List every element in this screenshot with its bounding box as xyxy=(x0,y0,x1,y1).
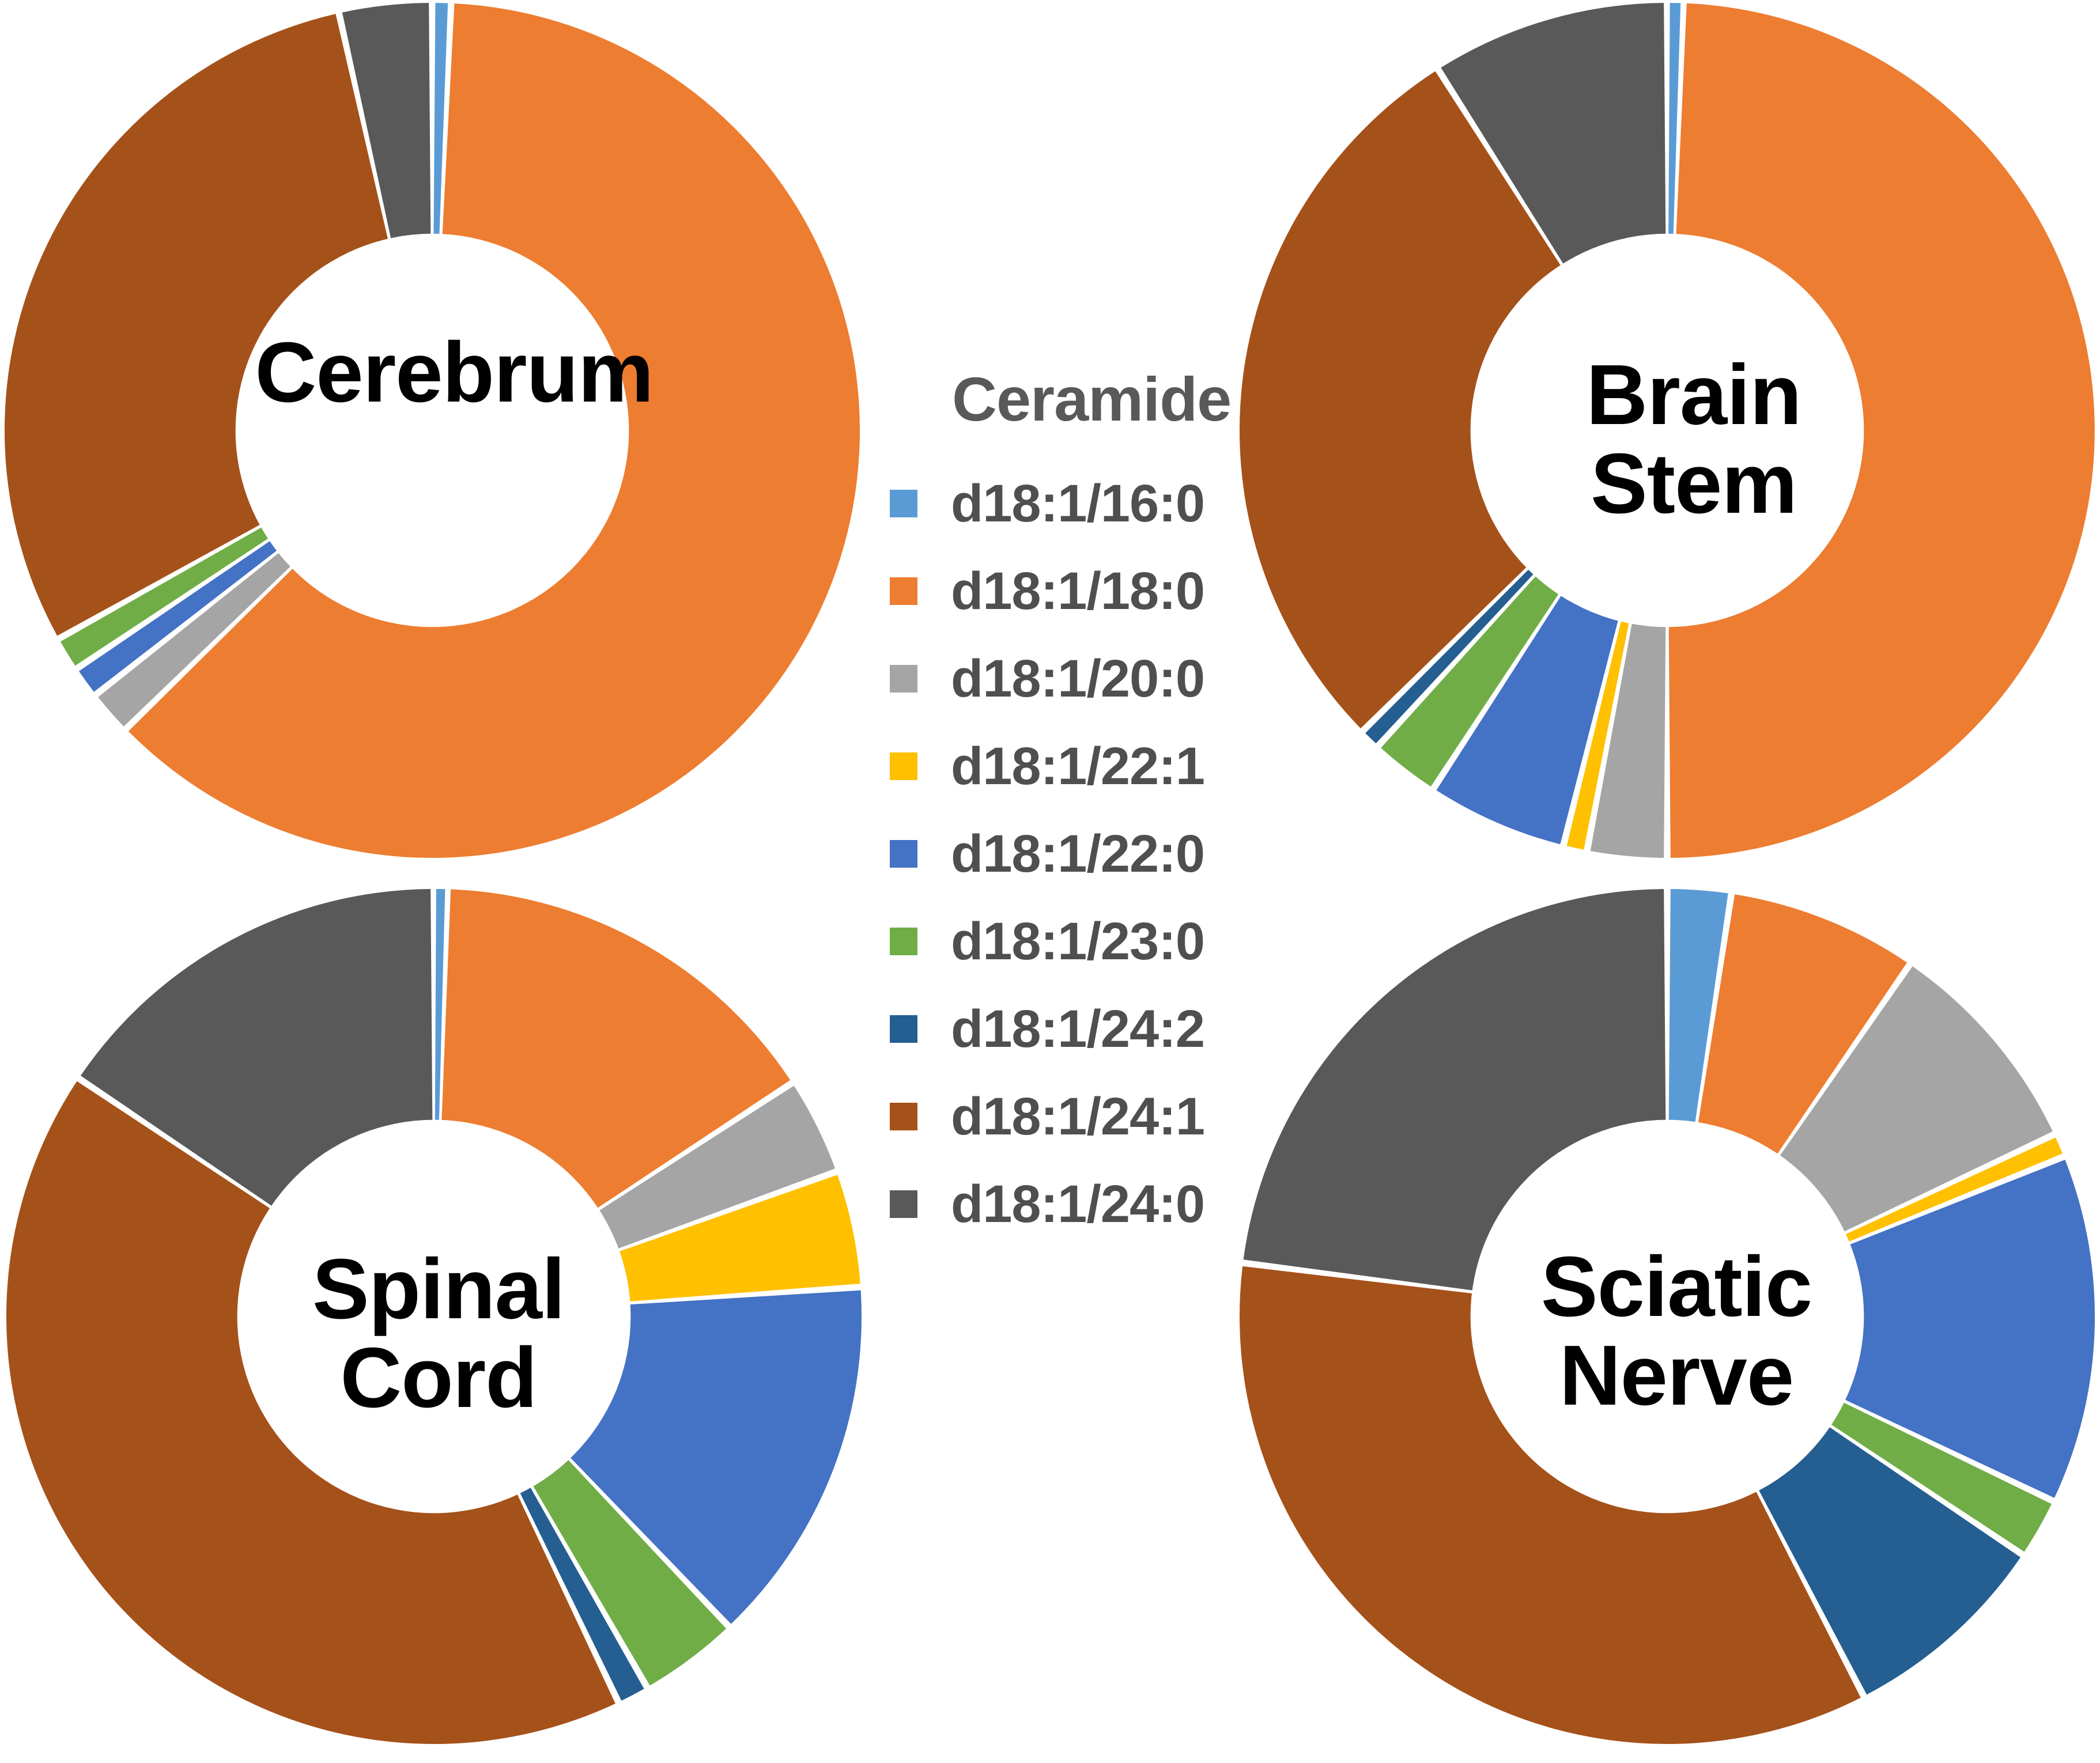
legend-color-swatch xyxy=(890,1190,917,1218)
legend-color-swatch xyxy=(890,752,917,780)
donut-svg-cerebrum xyxy=(4,2,860,858)
donut-svg-spinal-cord xyxy=(6,888,862,1745)
donut-hole xyxy=(235,233,629,627)
legend-item[interactable]: d18:1/22:1 xyxy=(887,729,1233,804)
legend-item-label: d18:1/24:0 xyxy=(951,1174,1205,1234)
donut-slice[interactable] xyxy=(1667,3,2095,858)
legend-item[interactable]: d18:1/20:0 xyxy=(887,641,1233,716)
donut-hole xyxy=(1470,1119,1864,1514)
legend-item[interactable]: d18:1/24:1 xyxy=(887,1079,1233,1154)
legend-color-swatch xyxy=(890,1103,917,1130)
legend-item-label: d18:1/22:0 xyxy=(951,824,1205,883)
donut-chart-sciatic-nerve: Sciatic Nerve xyxy=(1238,887,2097,1746)
legend-item[interactable]: d18:1/18:0 xyxy=(887,554,1233,629)
legend-title: Ceramide xyxy=(952,364,1232,434)
donut-hole xyxy=(1470,233,1864,627)
legend-item[interactable]: d18:1/24:2 xyxy=(887,992,1233,1066)
legend-color-swatch xyxy=(890,577,917,605)
donut-hole xyxy=(237,1119,631,1514)
donut-chart-cerebrum: Cerebrum xyxy=(3,1,862,860)
legend-item[interactable]: d18:1/22:0 xyxy=(887,816,1233,891)
legend-item[interactable]: d18:1/16:0 xyxy=(887,466,1233,541)
legend-item-label: d18:1/23:0 xyxy=(951,911,1205,971)
donut-svg-brain-stem xyxy=(1239,2,2095,858)
legend-color-swatch xyxy=(890,665,917,693)
legend-item-label: d18:1/16:0 xyxy=(951,474,1205,533)
legend-color-swatch xyxy=(890,490,917,517)
legend-color-swatch xyxy=(890,928,917,955)
donut-slice[interactable] xyxy=(1667,1159,2095,1498)
legend-item[interactable]: d18:1/23:0 xyxy=(887,904,1233,979)
legend-item[interactable]: d18:1/24:0 xyxy=(887,1167,1233,1242)
legend-item-list: d18:1/16:0 d18:1/18:0 d18:1/20:0 d18:1/22:1… xyxy=(887,466,1233,1242)
donut-slice[interactable] xyxy=(1239,71,1667,729)
legend-item-label: d18:1/22:1 xyxy=(951,736,1205,796)
legend-item-label: d18:1/24:2 xyxy=(951,999,1205,1058)
donut-slice[interactable] xyxy=(1239,1266,1861,1745)
legend-item-label: d18:1/18:0 xyxy=(951,561,1205,621)
legend-item-label: d18:1/24:1 xyxy=(951,1087,1205,1146)
legend-color-swatch xyxy=(890,840,917,868)
donut-svg-sciatic-nerve xyxy=(1239,889,2095,1745)
donut-chart-brain-stem: Brain Stem xyxy=(1238,1,2097,860)
legend-color-swatch xyxy=(890,1015,917,1043)
donut-chart-spinal-cord: Spinal Cord xyxy=(5,887,863,1746)
legend-item-label: d18:1/20:0 xyxy=(951,649,1205,708)
